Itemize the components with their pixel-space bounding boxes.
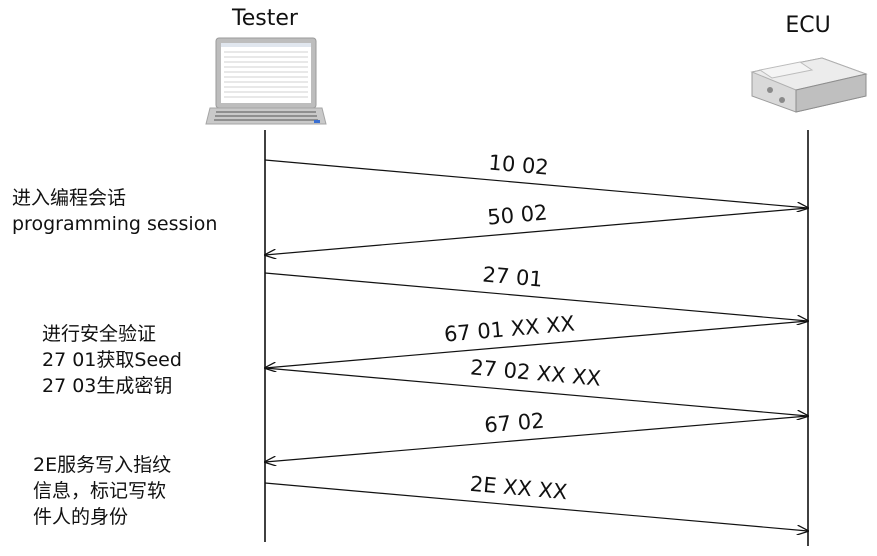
message-2e-xx-xx: 2E XX XX: [264, 472, 808, 531]
message-67-02: 67 02: [265, 409, 809, 462]
message-label: 50 02: [486, 200, 548, 229]
note-line: 27 01获取Seed: [42, 349, 182, 371]
message-label: 2E XX XX: [469, 472, 568, 504]
ecu-module-icon: [750, 57, 868, 113]
note-line: 进行安全验证: [42, 323, 157, 345]
note-write-fingerprint: 2E服务写入指纹 信息，标记写软 件人的身份: [33, 452, 171, 530]
laptop-icon: [205, 37, 327, 125]
message-27-01: 27 01: [264, 262, 808, 321]
message-27-02-xx-xx: 27 02 XX XX: [264, 355, 808, 416]
message-label: 27 01: [482, 262, 544, 291]
note-line: 27 03生成密钥: [42, 375, 173, 397]
ecu-label: ECU: [785, 13, 830, 38]
note-programming-session: 进入编程会话 programming session: [12, 185, 217, 237]
message-label: 27 02 XX XX: [469, 355, 602, 390]
note-line: 件人的身份: [33, 506, 129, 528]
note-line: programming session: [12, 213, 218, 235]
message-label: 10 02: [488, 150, 550, 179]
note-line: 进入编程会话: [12, 187, 127, 209]
note-security-access: 进行安全验证 27 01获取Seed 27 03生成密钥: [42, 321, 182, 399]
message-67-01-xx-xx: 67 01 XX XX: [265, 311, 809, 368]
tester-label: Tester: [231, 6, 299, 31]
note-line: 2E服务写入指纹: [33, 454, 172, 476]
message-label: 67 02: [483, 409, 545, 438]
message-10-02: 10 02: [264, 150, 808, 208]
note-line: 信息，标记写软: [33, 480, 167, 502]
message-label: 67 01 XX XX: [443, 311, 576, 346]
message-50-02: 50 02: [265, 200, 809, 255]
